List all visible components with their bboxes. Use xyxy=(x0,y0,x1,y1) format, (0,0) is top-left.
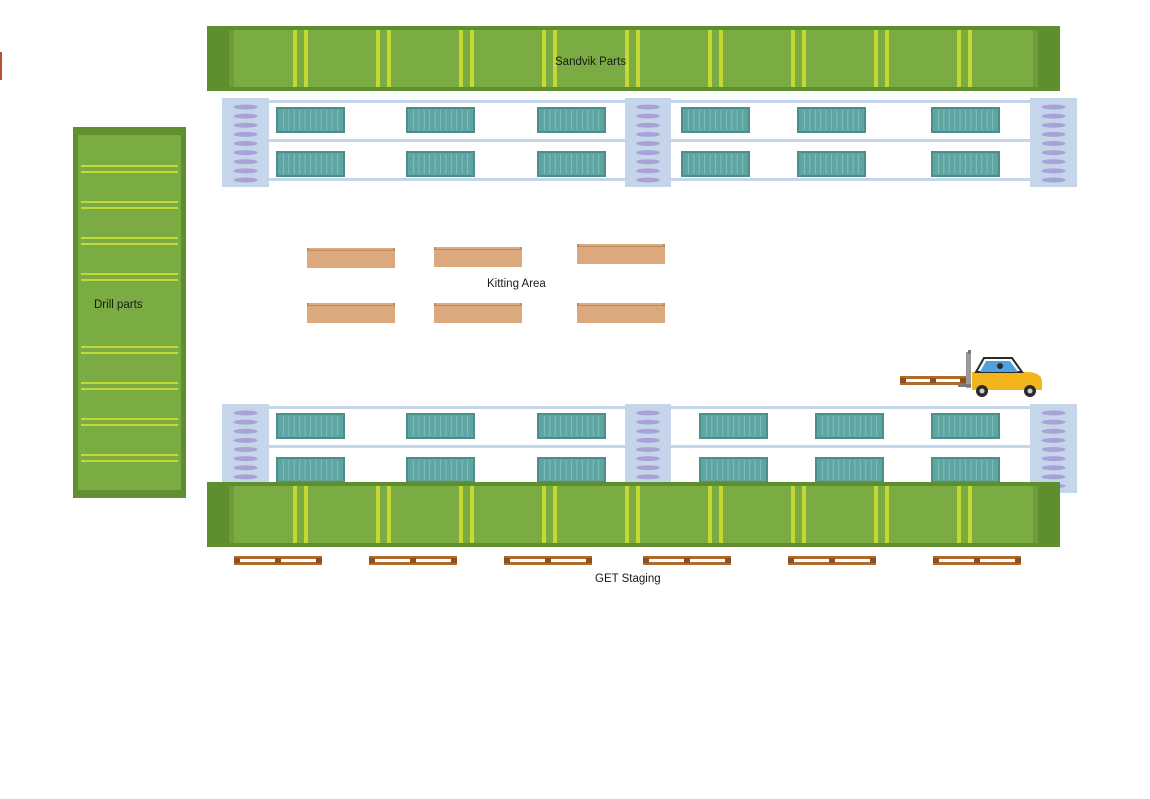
drill-parts-label: Drill parts xyxy=(94,299,143,311)
lower-pallet-rack xyxy=(222,404,1077,493)
kitting-area-label: Kitting Area xyxy=(487,278,546,290)
staging-pallet-4 xyxy=(643,556,731,565)
staging-pallet-2 xyxy=(369,556,457,565)
window-edge-accent xyxy=(0,52,2,80)
staging-pallet-5 xyxy=(788,556,876,565)
sandvik-parts-label: Sandvik Parts xyxy=(555,56,626,68)
get-staging-container xyxy=(207,482,1060,547)
sandvik-parts-container xyxy=(207,26,1060,91)
upper-pallet-rack xyxy=(222,98,1077,187)
kitting-box-3 xyxy=(577,244,665,264)
kitting-box-5 xyxy=(434,303,522,323)
staging-pallet-6 xyxy=(933,556,1021,565)
forklift-pallet xyxy=(900,376,966,385)
kitting-box-1 xyxy=(307,248,395,268)
staging-pallet-3 xyxy=(504,556,592,565)
kitting-box-6 xyxy=(577,303,665,323)
drill-parts-container xyxy=(73,127,186,498)
staging-pallet-1 xyxy=(234,556,322,565)
kitting-box-4 xyxy=(307,303,395,323)
forklift-icon xyxy=(958,350,1042,397)
get-staging-label: GET Staging xyxy=(595,573,661,585)
kitting-box-2 xyxy=(434,247,522,267)
